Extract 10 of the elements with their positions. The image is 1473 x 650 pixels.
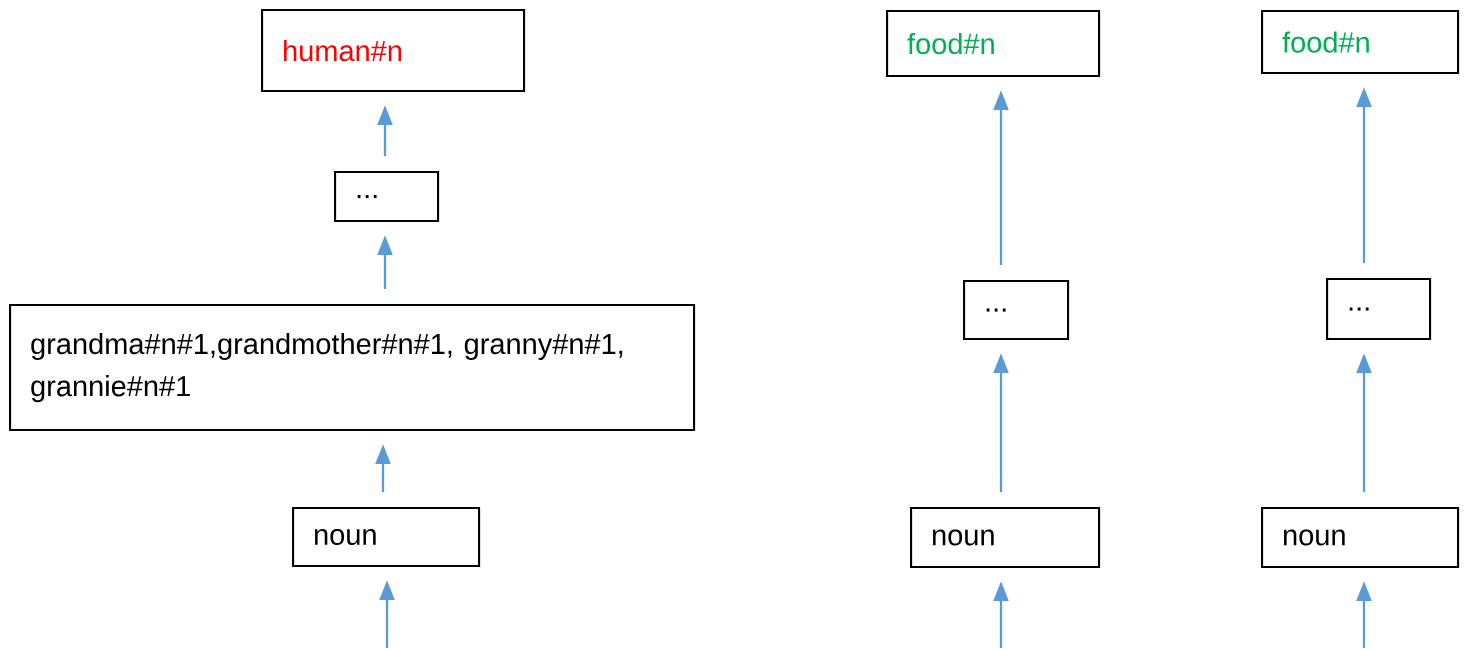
text-box: food#n [886,10,1101,78]
text-box: noun [1261,507,1460,569]
text-box: human#n [261,9,526,93]
text-box: food#n [1261,10,1460,75]
text-box: grandma#n#1,grandmother#n#1, granny#n#1, grannie#n#1 [9,304,696,432]
text-box: noun [292,507,481,568]
text-box: noun [910,507,1101,569]
text-box: ... [1326,278,1432,341]
text-box: ... [334,171,440,223]
text-box: ... [963,280,1070,341]
